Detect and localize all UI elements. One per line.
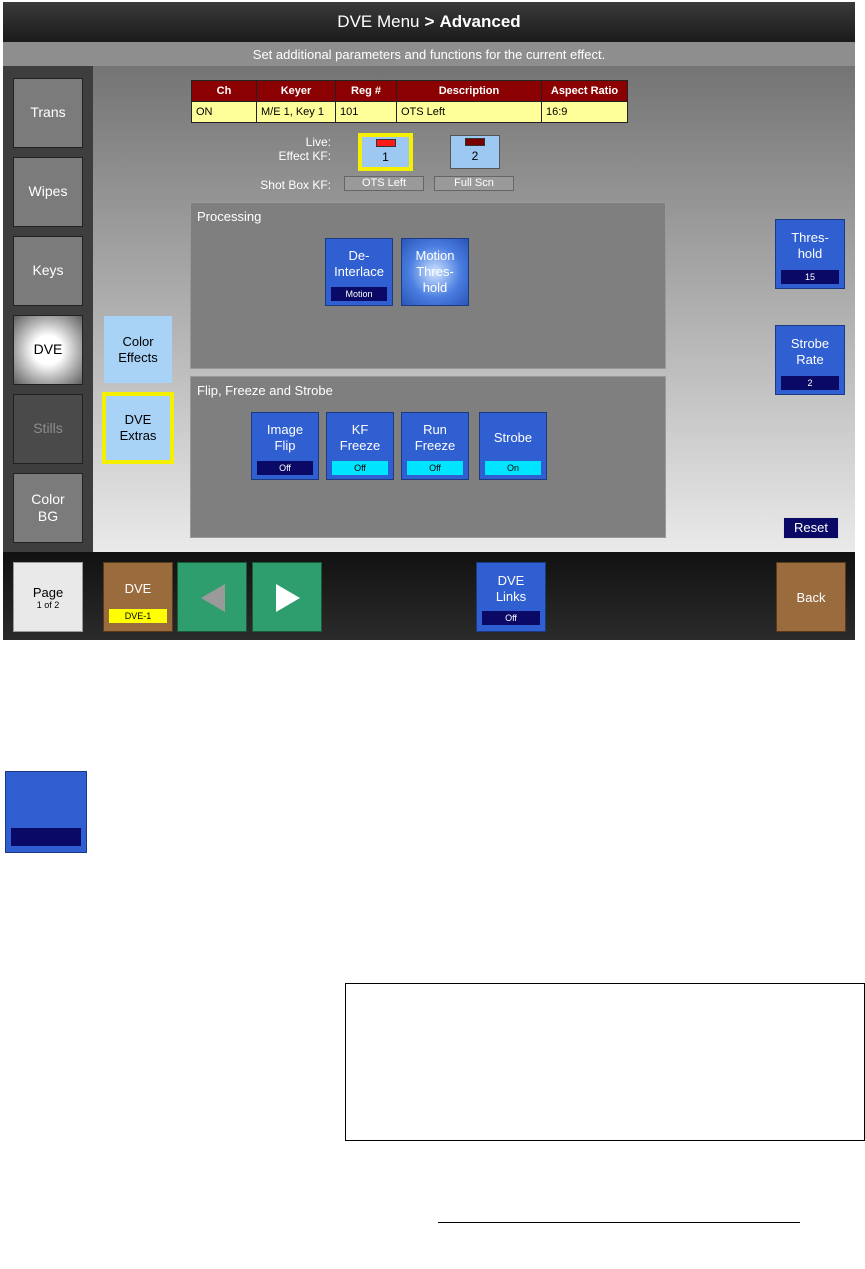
example-button-graphic bbox=[5, 771, 87, 853]
dve-links-value: Off bbox=[482, 611, 540, 625]
shot-box-kf-1[interactable]: OTS Left bbox=[344, 176, 424, 191]
main-content: Ch Keyer Reg # Description Aspect Ratio … bbox=[93, 66, 855, 552]
live-indicator-icon bbox=[375, 139, 396, 147]
section-title: Advanced bbox=[439, 12, 521, 31]
bottom-bar: Page 1 of 2 DVE DVE-1 DVE Links Off Back bbox=[3, 552, 855, 640]
column-header: Keyer bbox=[256, 80, 336, 102]
strobe-button[interactable]: Strobe On bbox=[479, 412, 547, 480]
image-flip-value: Off bbox=[257, 461, 313, 475]
image-flip-button[interactable]: Image Flip Off bbox=[251, 412, 319, 480]
table-row: ON M/E 1, Key 1 101 OTS Left 16:9 bbox=[191, 101, 628, 123]
page-button[interactable]: Page 1 of 2 bbox=[13, 562, 83, 632]
effect-info-table: Ch Keyer Reg # Description Aspect Ratio … bbox=[191, 80, 628, 123]
dve-extras-button[interactable]: DVE Extras bbox=[102, 392, 174, 464]
table-cell: ON bbox=[191, 101, 257, 123]
table-header-row: Ch Keyer Reg # Description Aspect Ratio bbox=[191, 80, 628, 102]
threshold-button[interactable]: Thres-hold 15 bbox=[775, 219, 845, 289]
strobe-rate-value: 2 bbox=[781, 376, 839, 390]
left-arrow-icon bbox=[201, 584, 225, 612]
column-header: Aspect Ratio bbox=[541, 80, 628, 102]
strobe-rate-label: Strobe Rate bbox=[790, 336, 830, 367]
table-cell: 101 bbox=[335, 101, 397, 123]
right-arrow-icon bbox=[276, 584, 300, 612]
threshold-value: 15 bbox=[781, 270, 839, 284]
table-cell: M/E 1, Key 1 bbox=[256, 101, 336, 123]
next-button[interactable] bbox=[252, 562, 322, 632]
shot-box-kf-2[interactable]: Full Scn bbox=[434, 176, 514, 191]
run-freeze-label: Run Freeze bbox=[414, 422, 456, 453]
example-value-bar bbox=[11, 828, 81, 846]
footer-rule bbox=[438, 1222, 800, 1223]
kf-freeze-value: Off bbox=[332, 461, 388, 475]
flip-freeze-strobe-title: Flip, Freeze and Strobe bbox=[197, 383, 333, 398]
back-button[interactable]: Back bbox=[776, 562, 846, 632]
processing-panel: Processing De-Interlace Motion Motion Th… bbox=[190, 202, 666, 369]
color-effects-label: Color Effects bbox=[118, 333, 158, 365]
page-indicator: 1 of 2 bbox=[36, 599, 60, 610]
kf-freeze-label: KF Freeze bbox=[339, 422, 381, 453]
table-cell: 16:9 bbox=[541, 101, 628, 123]
run-freeze-button[interactable]: Run Freeze Off bbox=[401, 412, 469, 480]
sidebar: Trans Wipes Keys DVE Stills Color BG bbox=[3, 66, 93, 552]
dve-links-button[interactable]: DVE Links Off bbox=[476, 562, 546, 632]
title-bar: DVE Menu > Advanced bbox=[3, 2, 855, 42]
dve-select-button[interactable]: DVE DVE-1 bbox=[103, 562, 173, 632]
flip-freeze-strobe-panel: Flip, Freeze and Strobe Image Flip Off K… bbox=[190, 376, 666, 538]
column-header: Description bbox=[396, 80, 542, 102]
effect-kf-2-button[interactable]: 2 bbox=[450, 135, 500, 169]
processing-title: Processing bbox=[197, 209, 262, 224]
shot-box-kf-label: Shot Box KF: bbox=[260, 178, 331, 192]
live-label: Live: bbox=[305, 135, 331, 149]
reset-button[interactable]: Reset bbox=[783, 517, 839, 539]
kf-freeze-button[interactable]: KF Freeze Off bbox=[326, 412, 394, 480]
de-interlace-button[interactable]: De-Interlace Motion bbox=[325, 238, 393, 306]
color-effects-button[interactable]: Color Effects bbox=[104, 316, 172, 383]
column-header: Ch bbox=[191, 80, 257, 102]
previous-button[interactable] bbox=[177, 562, 247, 632]
strobe-value: On bbox=[485, 461, 541, 475]
dve-links-label: DVE Links bbox=[495, 573, 527, 604]
image-flip-label: Image Flip bbox=[266, 422, 304, 453]
sidebar-item-color-bg[interactable]: Color BG bbox=[13, 473, 83, 543]
sidebar-item-keys[interactable]: Keys bbox=[13, 236, 83, 306]
back-label: Back bbox=[796, 589, 826, 605]
de-interlace-label: De-Interlace bbox=[334, 248, 384, 279]
dve-select-label: DVE bbox=[124, 581, 152, 596]
breadcrumb-arrow: > bbox=[424, 12, 435, 31]
effect-kf-label: Effect KF: bbox=[278, 149, 331, 163]
sidebar-item-dve[interactable]: DVE bbox=[13, 315, 83, 385]
run-freeze-value: Off bbox=[407, 461, 463, 475]
sidebar-item-wipes[interactable]: Wipes bbox=[13, 157, 83, 227]
menu-title: DVE Menu bbox=[337, 12, 420, 31]
page-label: Page bbox=[32, 584, 64, 600]
subtitle-bar: Set additional parameters and functions … bbox=[3, 42, 855, 66]
column-header: Reg # bbox=[335, 80, 397, 102]
dve-extras-label: DVE Extras bbox=[119, 412, 157, 443]
note-box bbox=[345, 983, 865, 1141]
dve-advanced-screen: DVE Menu > Advanced Set additional param… bbox=[3, 2, 855, 640]
sidebar-item-stills: Stills bbox=[13, 394, 83, 464]
effect-kf-1-button[interactable]: 1 bbox=[358, 133, 413, 171]
motion-threshold-button[interactable]: Motion Thres-hold bbox=[401, 238, 469, 306]
motion-threshold-label: Motion Thres-hold bbox=[415, 248, 455, 295]
dve-select-value: DVE-1 bbox=[109, 609, 167, 623]
live-indicator-icon bbox=[465, 138, 485, 146]
subtitle: Set additional parameters and functions … bbox=[252, 46, 606, 62]
strobe-label: Strobe bbox=[493, 430, 533, 445]
sidebar-item-trans[interactable]: Trans bbox=[13, 78, 83, 148]
table-cell: OTS Left bbox=[396, 101, 542, 123]
threshold-label: Thres-hold bbox=[791, 230, 829, 261]
strobe-rate-button[interactable]: Strobe Rate 2 bbox=[775, 325, 845, 395]
de-interlace-value: Motion bbox=[331, 287, 387, 301]
